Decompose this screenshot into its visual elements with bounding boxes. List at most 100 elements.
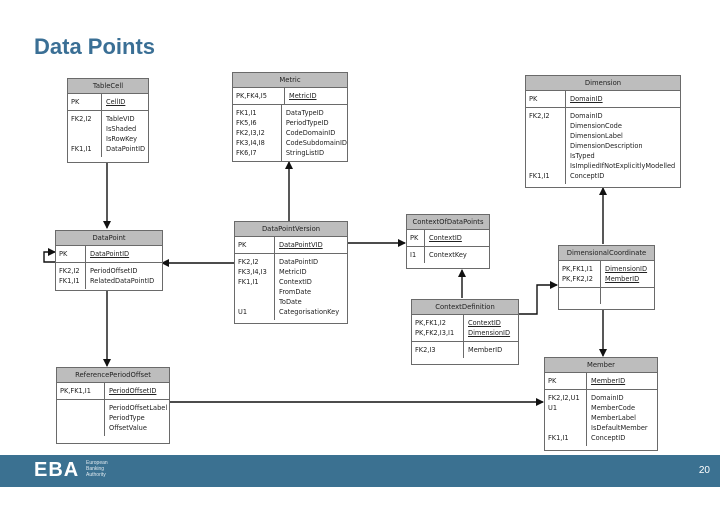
- field-name: ToDate: [279, 298, 302, 306]
- attribute-section: [559, 288, 654, 304]
- key-column: [57, 400, 105, 436]
- primary-key-field: MemberID: [605, 275, 640, 283]
- field-name: IsImpliedIfNotExplicitlyModelled: [570, 162, 676, 170]
- field-name: ContextKey: [429, 251, 467, 259]
- field-name: CodeDomainID: [285, 129, 336, 137]
- page-number: 20: [698, 465, 710, 476]
- entity-title: ContextOfDataPoints: [407, 215, 489, 230]
- key-label: FK2,I3: [415, 346, 436, 354]
- primary-key-field: PeriodOffsetID: [109, 387, 157, 395]
- field-name: DataPointID: [279, 258, 319, 266]
- key-column: PK: [235, 237, 275, 253]
- field-name: MemberLabel: [591, 414, 636, 422]
- key-label: PK,FK1,I1: [60, 387, 91, 395]
- field-name: MetricID: [279, 268, 307, 276]
- field-name: RelatedDataPointID: [90, 277, 155, 285]
- field-column: ContextID: [425, 230, 489, 246]
- key-label: [529, 121, 565, 131]
- field-name: ConceptID: [570, 172, 605, 180]
- entity-title: ReferencePeriodOffset: [57, 368, 169, 383]
- key-label: PK: [410, 234, 419, 242]
- primary-key-section: PK DataPointVID: [235, 237, 347, 254]
- entity-title: ContextDefinition: [412, 300, 518, 315]
- key-label: PK,FK2,I2: [562, 275, 593, 283]
- key-label: PK: [548, 377, 557, 385]
- field-column: MemberID: [587, 373, 657, 389]
- key-column: [559, 288, 601, 304]
- primary-key-section: PK MemberID: [545, 373, 657, 390]
- field-name: DataPointID: [106, 145, 146, 153]
- key-label: FK3,I4,I3: [238, 268, 267, 276]
- org-line: Authority: [86, 472, 106, 478]
- primary-key-field: CellID: [106, 98, 126, 106]
- key-column: PK: [56, 246, 86, 262]
- key-label: FK2,I2: [529, 112, 550, 120]
- key-label: FK2,I2,U1: [548, 394, 580, 402]
- datapoint-self-reference-line: [43, 248, 56, 263]
- primary-key-section: PK ContextID: [407, 230, 489, 247]
- field-column: DataPointVID: [275, 237, 347, 253]
- field-column: PeriodOffsetID: [105, 383, 169, 399]
- slide-title: Data Points: [34, 34, 156, 59]
- field-column: MetricID: [285, 88, 347, 104]
- field-name: DimensionCode: [570, 122, 622, 130]
- key-label: FK2,I2: [238, 258, 259, 266]
- primary-key-field: MetricID: [289, 92, 317, 100]
- key-column: PK: [526, 91, 566, 107]
- primary-key-field: DataPointVID: [279, 241, 323, 249]
- key-label: PK,FK1,I1: [562, 265, 593, 273]
- key-column: PK: [68, 94, 102, 110]
- field-name: IsRowKey: [106, 135, 138, 143]
- key-column: FK2,I3: [412, 342, 464, 358]
- field-name: FromDate: [279, 288, 312, 296]
- key-label: U1: [238, 308, 248, 316]
- primary-key-field: MemberID: [591, 377, 626, 385]
- key-label: [529, 141, 565, 151]
- key-label: [548, 413, 586, 423]
- field-name: CodeSubdomainID: [285, 139, 347, 147]
- eba-logo: EBA: [34, 459, 80, 481]
- field-name: MemberCode: [591, 404, 636, 412]
- key-label: PK: [529, 95, 538, 103]
- field-column: [601, 288, 654, 304]
- field-name: IsTyped: [570, 152, 595, 160]
- field-name: DomainID: [591, 394, 624, 402]
- field-name: DimensionDescription: [570, 142, 643, 150]
- key-label: [529, 161, 565, 171]
- entity-title: DataPoint: [56, 231, 162, 246]
- key-column: PK: [545, 373, 587, 389]
- key-label: FK1,I1: [529, 172, 550, 180]
- field-name: IsDefaultMember: [591, 424, 648, 432]
- entity-title: Metric: [233, 73, 347, 88]
- key-label: PK,FK2,I3,I1: [415, 329, 455, 337]
- key-label: [529, 151, 565, 161]
